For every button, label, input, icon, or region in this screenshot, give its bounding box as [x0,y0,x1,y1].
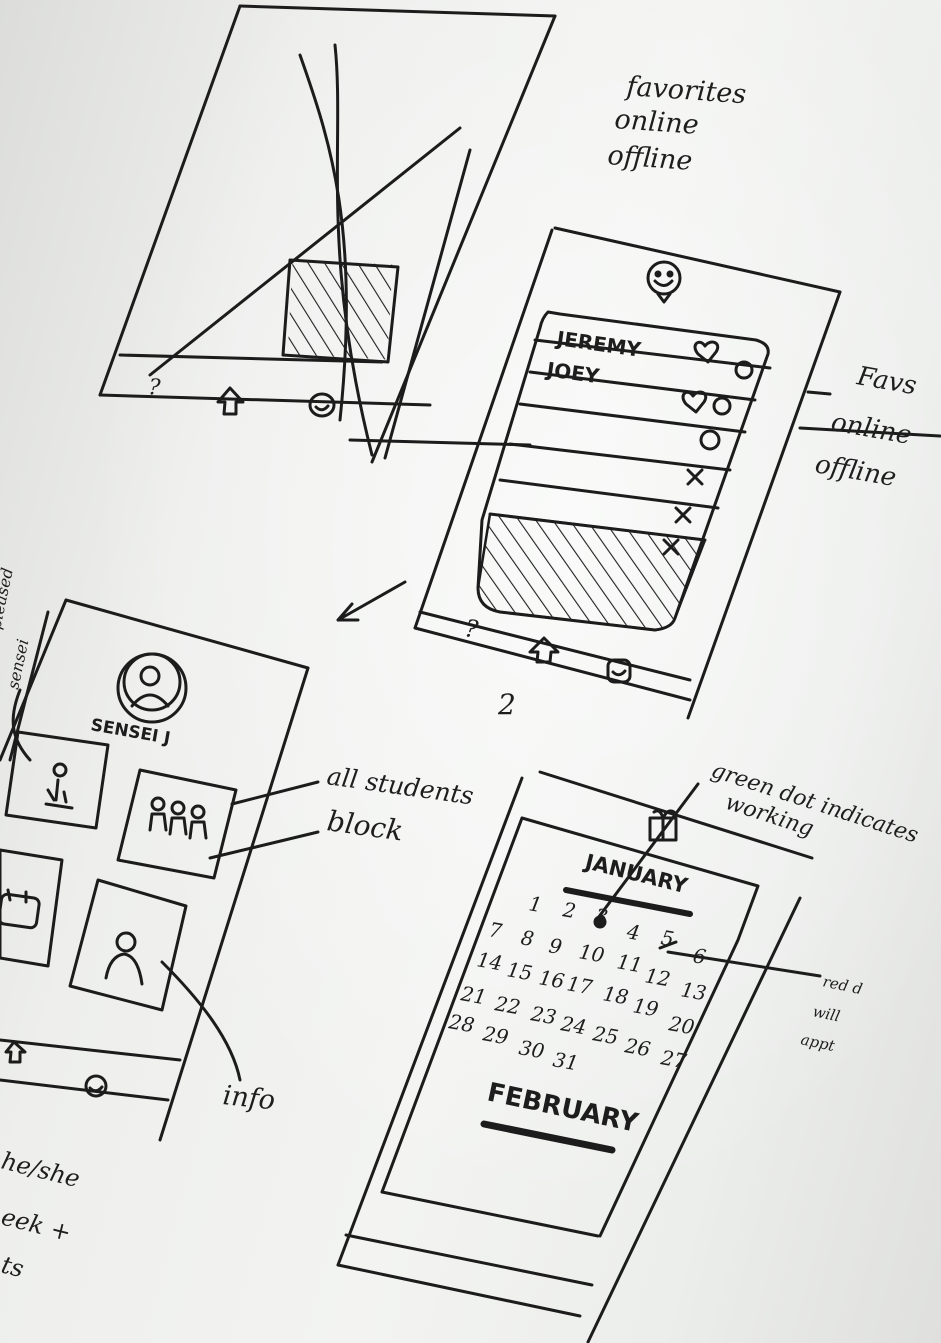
cal-date: 19 [631,993,661,1021]
sketch1-phone [98,4,557,464]
cal-date: 8 [519,925,536,951]
cal-date: 12 [643,963,672,991]
cal-date: 29 [480,1021,510,1049]
cal-date: 23 [528,1001,558,1029]
cal-date: 7 [487,917,504,943]
cal-date: 31 [551,1047,580,1075]
sketch4-side-note-line-1: red d [821,972,864,998]
cal-date: 1 [527,891,544,917]
sketch1-hatched-box [287,259,393,360]
cal-date: 20 [666,1011,696,1039]
cal-date: 30 [517,1035,547,1063]
cal-date: 10 [577,939,607,967]
sketch3-smiley-icon [84,1074,108,1098]
cal-date: 22 [492,991,522,1019]
cal-date: 21 [458,981,488,1009]
sketch3-bottom-note-line-2: eek + [0,1203,74,1247]
cal-date: 6 [691,943,708,969]
sketch2-offline-x-1 [686,468,704,486]
cal-date: 2 [560,897,578,923]
sketch1-up-arrow-icon [216,386,245,416]
sketch2-up-arrow-icon [528,636,560,664]
sketch2-status-circle-1 [734,360,754,380]
cal-date: 17 [565,971,595,999]
cal-date: 14 [475,947,504,975]
sketch4-pointer-red [666,950,822,978]
sketch2-status-circle-3 [699,429,721,451]
sketch3-calendar-icon [0,888,41,930]
sketch1-question-label: ? [148,375,162,401]
sketch3-tile-info [68,878,188,1012]
sketch2-phone [413,226,842,720]
sketch2-heart-icon-2 [681,390,708,414]
sketch3-pointer-block [208,830,320,860]
cal-date: 16 [537,965,567,993]
sketch2-row-name-2: JOEY [543,357,601,388]
top-note-line-1: favorites [624,71,748,110]
sketch2-status-circle-2 [712,396,732,416]
sketch2-side-note-line-1 [798,426,941,438]
cal-date: 9 [547,933,564,959]
sketch2-flow-arrow [336,580,407,622]
sketch2-row-name-1: JEREMY [553,326,643,362]
top-note-line-3: offline [607,140,694,177]
top-note: favorites online offline [607,71,748,177]
cal-date: 5 [659,925,676,951]
sketch2-side-note-line-1: Favs [854,361,919,401]
sketch3-annotation-all: all students [325,761,475,810]
sketch4-strike [658,940,678,950]
sketch4-side-note-line-3: appt [799,1030,837,1055]
sketch2-heart-icon-1 [693,340,720,364]
sketch1-smiley-icon [308,392,336,418]
sketch3-annotation-block: block [325,804,405,847]
sketch3-person-icon [44,762,74,810]
sketch3-top-note-line-1: pleased [0,566,17,631]
sketch2-side-note-line-2: online [829,407,914,451]
sketch2-smiley-pin-icon [646,260,682,304]
sketch2-offline-x-3 [662,538,680,556]
cal-date: 25 [590,1021,620,1049]
sketch3-info-person-icon [104,931,144,986]
sketch3-group-icon [148,796,208,840]
sketch3-top-note-line-2: sensei [3,637,32,691]
sketch3-tile-self [4,730,110,830]
sketch3-phone [0,598,310,1142]
sketch3-avatar-icon [116,652,188,724]
cal-date: 24 [558,1011,588,1039]
sketch2-side-note-line-3: offline [813,449,899,493]
cal-date: 3 [593,903,610,929]
sketch2-question-label: ? [463,614,480,644]
cal-date: 11 [615,949,644,977]
sketch4-january-underline [563,887,693,917]
sketch3-tile-calendar [0,848,64,968]
sketch3-pointer-top [11,688,32,762]
sketch4-month-january: JANUARY [581,849,691,898]
cal-date: 13 [679,977,708,1005]
cal-date: 18 [601,981,630,1009]
sketch3-annotation-info: info [221,1080,276,1116]
top-note-line-2: online [614,104,700,141]
cal-date: 27 [658,1045,688,1073]
sketch2-page-number: 2 [497,688,516,721]
sketch2-offline-x-2 [674,506,692,524]
sketch3-bottom-note-line-3: ts [0,1251,27,1283]
sketch2-smiley-icon [606,658,632,684]
sketch2-hatched-footer [476,512,707,632]
sketch4-side-note-line-2: will [811,1002,842,1025]
sketch3-bottom-note-line-1: he/she [0,1147,83,1193]
cal-date: 28 [446,1009,476,1037]
cal-date: 15 [505,957,534,985]
sketch3-up-arrow-icon [4,1040,27,1064]
sketch4-pointer-green [596,782,700,920]
cal-date: 4 [624,919,642,945]
sketch3-pointer-info [160,960,242,1082]
sketch2-side-note-line-2 [806,390,832,396]
sketch4-calendar-grid: 1 2 3 4 5 6 7 8 9 10 11 12 13 14 15 16 1… [446,891,708,1075]
sketch4-february-underline [480,1120,616,1154]
sketch3-tile-all-students [116,768,238,880]
sketch3-pointer-all [230,780,320,806]
cal-date: 26 [622,1033,652,1061]
